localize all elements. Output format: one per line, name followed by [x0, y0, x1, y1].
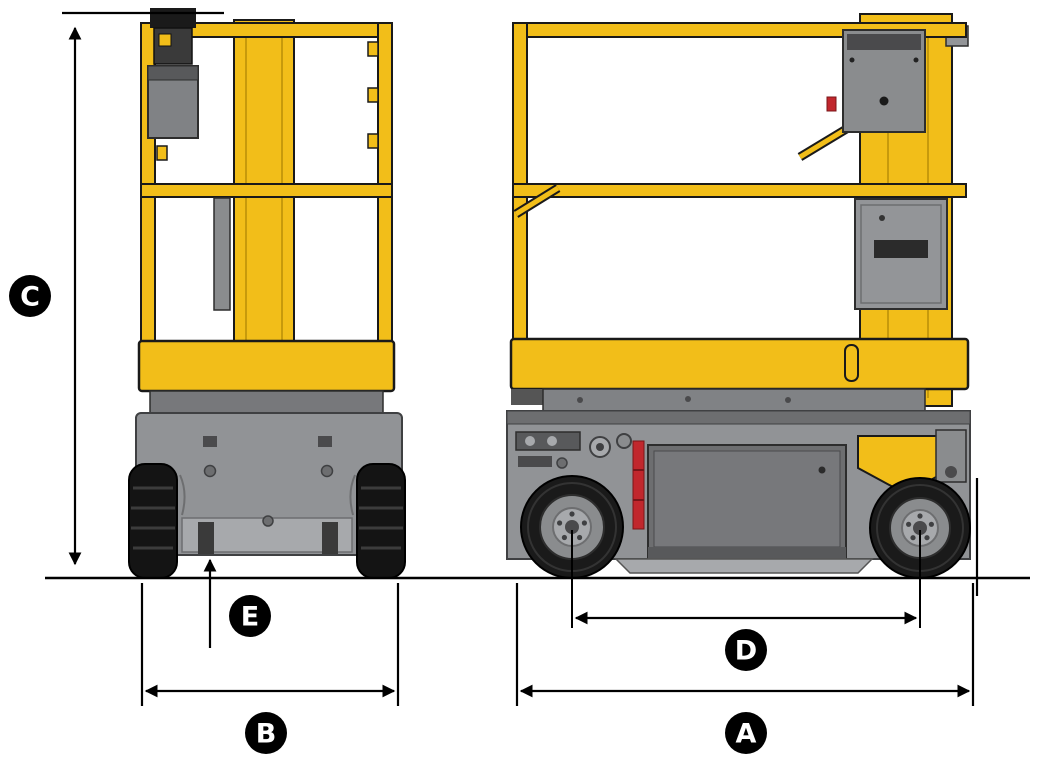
dimension-label-c: C: [9, 275, 51, 317]
dimension-label-d-circle: [725, 629, 767, 671]
front-platform-underside: [149, 390, 384, 414]
dimension-label-b-circle: [245, 712, 287, 754]
dimension-c: C: [9, 11, 224, 566]
dimension-label-d-text: D: [735, 636, 757, 667]
side-platform-step: [511, 389, 547, 405]
dimension-label-c-text: C: [20, 282, 40, 313]
dimension-label-e-text: E: [241, 602, 259, 633]
dimension-label-a: A: [725, 712, 767, 754]
dimension-label-e-circle: [229, 595, 271, 637]
side-battery-tray: [647, 444, 847, 560]
side-upper-control-box: [826, 29, 926, 133]
dimension-label-c-circle: [9, 275, 51, 317]
dimension-label-a-text: A: [736, 719, 757, 750]
side-front-controls: [515, 431, 645, 530]
front-platform-toeboard: [137, 339, 396, 393]
front-guardrails: [140, 22, 393, 346]
dimension-label-b-text: B: [256, 719, 277, 750]
dimension-b: B: [140, 583, 400, 754]
front-control-box: [147, 65, 199, 139]
dimension-label-e: E: [229, 595, 271, 637]
side-caster-bracket: [935, 429, 967, 483]
front-motor-assembly: [150, 8, 196, 65]
front-left-wheel: [128, 463, 178, 579]
side-underside-bolts: [577, 396, 791, 403]
side-bottom-skirt: [614, 558, 874, 574]
side-toeboard-slot: [844, 344, 859, 382]
side-rear-wheel: [869, 477, 971, 579]
front-mast-column: [233, 19, 295, 393]
side-chassis-top-rail: [506, 410, 971, 425]
dimension-e: E: [203, 558, 271, 648]
side-view-drawing: [506, 13, 971, 579]
front-chassis-details: [179, 436, 356, 554]
front-view-drawing: [128, 8, 406, 579]
dimension-label-b: B: [245, 712, 287, 754]
dimension-label-d: D: [725, 629, 767, 671]
front-right-wheel: [356, 463, 406, 579]
front-cable-tray: [213, 197, 231, 311]
dimension-a: A: [515, 478, 979, 754]
side-platform-underside: [542, 388, 926, 413]
side-guardrails: [512, 22, 967, 346]
side-mast-box: [854, 198, 948, 310]
dimension-d: D: [571, 530, 921, 671]
dimension-label-a-circle: [725, 712, 767, 754]
side-platform-toeboard: [509, 337, 970, 391]
